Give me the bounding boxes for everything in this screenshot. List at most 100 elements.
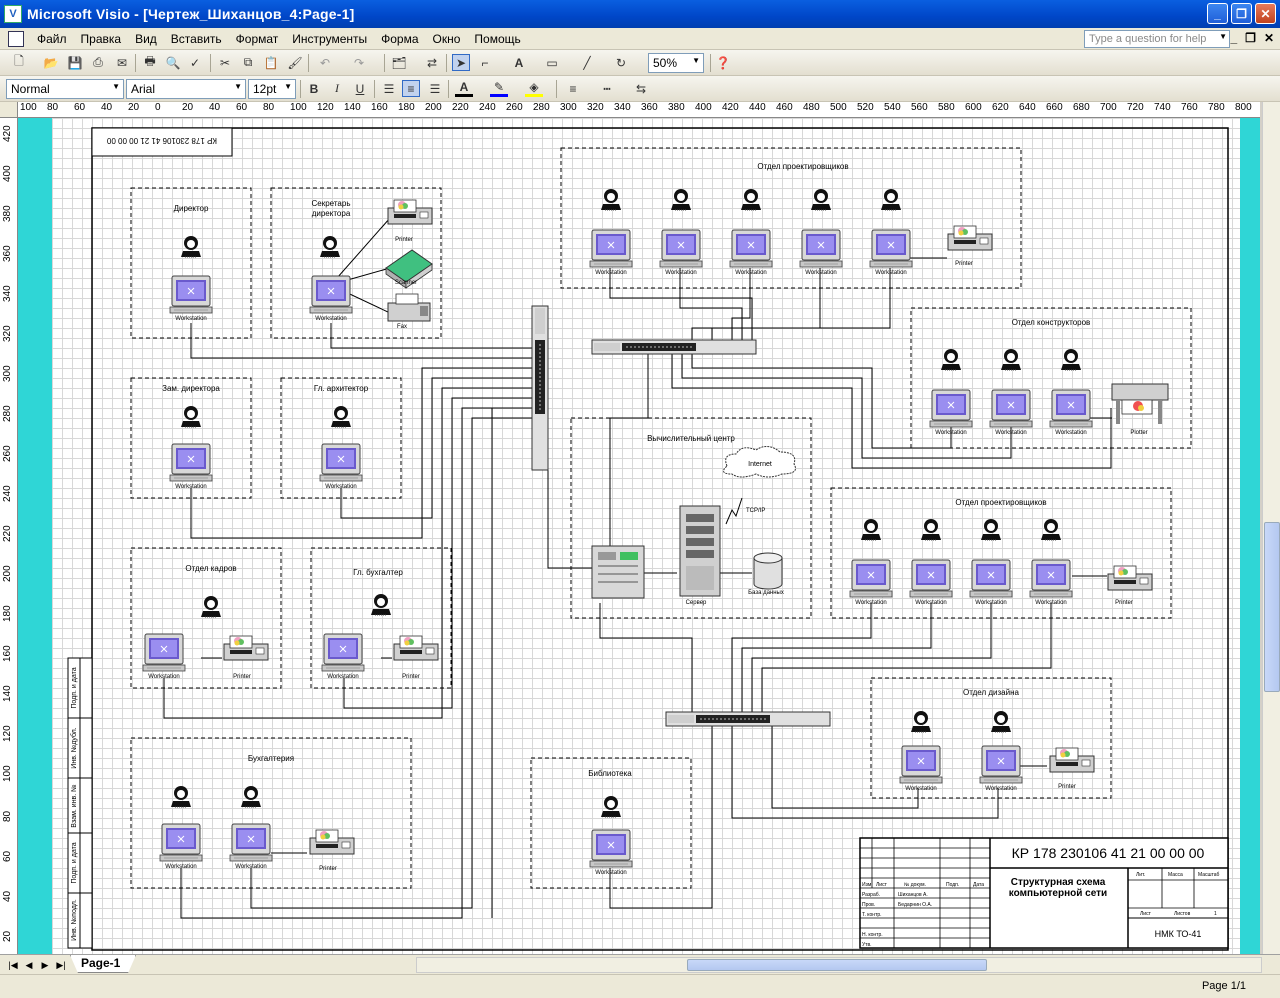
- prev-page-icon[interactable]: ◀: [25, 959, 33, 970]
- line-tool-icon[interactable]: ╱: [583, 55, 591, 70]
- horizontal-scrollbar[interactable]: [416, 957, 1262, 973]
- menu-tools[interactable]: Инструменты: [292, 31, 368, 46]
- style-select[interactable]: Normal▼: [6, 79, 124, 99]
- last-page-icon[interactable]: ▶|: [56, 959, 66, 970]
- menu-insert[interactable]: Вставить: [170, 31, 222, 46]
- hub-bottom[interactable]: [665, 711, 831, 727]
- menu-edit[interactable]: Правка: [80, 31, 122, 46]
- room-design[interactable]: [870, 677, 1112, 799]
- line-weight-icon[interactable]: ≡: [569, 81, 577, 96]
- vertical-scroll-thumb[interactable]: [1264, 522, 1280, 692]
- print-icon[interactable]: 🖶: [144, 54, 156, 68]
- line-pattern-icon[interactable]: ┅: [603, 81, 611, 96]
- network-server[interactable]: [591, 545, 645, 599]
- redo-icon[interactable]: ↷: [353, 55, 365, 70]
- cut-icon[interactable]: ✂: [219, 55, 231, 70]
- permission-icon[interactable]: ⎙: [93, 55, 103, 69]
- room-hr[interactable]: [130, 547, 282, 689]
- scanner[interactable]: Scanner: [385, 249, 433, 289]
- database-label: База данных: [748, 590, 784, 596]
- pointer-tool-icon[interactable]: ➤: [452, 54, 470, 71]
- vertical-scrollbar[interactable]: [1262, 102, 1280, 954]
- minimize-button[interactable]: _: [1207, 3, 1228, 24]
- paste-icon[interactable]: 📋: [263, 55, 279, 70]
- menu-file[interactable]: Файл: [37, 31, 67, 46]
- horizontal-scroll-thumb[interactable]: [687, 959, 987, 971]
- separator: [556, 80, 557, 98]
- plotter[interactable]: Plotter: [1111, 383, 1169, 436]
- help-search-input[interactable]: Type a question for help▼: [1084, 30, 1230, 48]
- room-accounting[interactable]: [130, 737, 412, 889]
- doc-close-icon[interactable]: ✕: [1263, 31, 1274, 45]
- server-tower[interactable]: Сервер: [679, 505, 721, 606]
- room-title-deputy: Зам. директора: [162, 384, 220, 393]
- document-icon[interactable]: [8, 30, 24, 47]
- menu-help[interactable]: Помощь: [474, 31, 521, 46]
- menu-shape[interactable]: Форма: [381, 31, 419, 46]
- rotate-tool-icon[interactable]: ↻: [615, 55, 627, 70]
- spelling-icon[interactable]: ✓: [189, 55, 201, 70]
- lightning-link: [725, 497, 743, 525]
- font-color-icon[interactable]: A: [455, 80, 473, 97]
- room-designers-mid[interactable]: [830, 487, 1172, 619]
- format-painter-icon[interactable]: 🖌: [287, 55, 303, 70]
- vertical-switch[interactable]: [531, 305, 549, 471]
- undo-icon[interactable]: ↶: [319, 55, 331, 70]
- next-page-icon[interactable]: ▶: [41, 959, 49, 970]
- database[interactable]: База данных: [748, 552, 784, 596]
- bold-button[interactable]: B: [309, 81, 319, 96]
- menu-window[interactable]: Окно: [432, 31, 461, 46]
- menu-format[interactable]: Формат: [235, 31, 279, 46]
- align-right-icon[interactable]: ☰: [429, 81, 441, 96]
- room-constructors[interactable]: [910, 307, 1192, 449]
- drawing-page[interactable]: КР 178 230106 41 21 00 00 00 Подп. и дат…: [52, 118, 1240, 954]
- copy-icon[interactable]: ⧉: [243, 55, 253, 69]
- stamp-sheets-num: 1: [1214, 911, 1217, 917]
- ruler-tick: 720: [1127, 102, 1144, 113]
- connector-icon[interactable]: ⇄: [426, 55, 438, 70]
- internet-cloud[interactable]: Internet: [722, 446, 796, 478]
- room-computing[interactable]: [570, 417, 812, 619]
- underline-button[interactable]: U: [355, 81, 365, 96]
- menu-view[interactable]: Вид: [135, 31, 157, 46]
- close-button[interactable]: ✕: [1255, 3, 1276, 24]
- open-icon[interactable]: 📂: [43, 55, 59, 70]
- room-deputy[interactable]: [130, 377, 252, 499]
- connector-tool-icon[interactable]: ⌐: [481, 55, 489, 70]
- help-icon[interactable]: ❓: [715, 55, 731, 70]
- hub-top[interactable]: [591, 339, 757, 355]
- zoom-select[interactable]: 50%▼: [648, 53, 704, 73]
- text-tool-icon[interactable]: A: [514, 55, 524, 70]
- room-architect[interactable]: [280, 377, 402, 499]
- shapes-icon[interactable]: 🗂: [391, 55, 407, 70]
- doc-restore-icon[interactable]: ❐: [1245, 31, 1256, 45]
- room-title-architect: Гл. архитектор: [314, 384, 369, 393]
- room-secretary[interactable]: [270, 187, 442, 339]
- mail-icon[interactable]: ✉: [116, 55, 128, 70]
- print-preview-icon[interactable]: 🔍: [165, 55, 181, 70]
- room-accountant[interactable]: [310, 547, 452, 689]
- font-size-select[interactable]: 12pt▼: [248, 79, 296, 99]
- align-left-icon[interactable]: ☰: [383, 81, 395, 96]
- new-icon[interactable]: 🗋: [14, 54, 24, 68]
- save-icon[interactable]: 💾: [67, 55, 83, 70]
- room-library[interactable]: [530, 757, 692, 889]
- fax[interactable]: Fax: [387, 293, 431, 330]
- rectangle-tool-icon[interactable]: ▭: [546, 55, 558, 70]
- cables: [163, 217, 1112, 919]
- visio-app-icon[interactable]: V: [4, 5, 22, 23]
- doc-minimize-icon[interactable]: _: [1230, 31, 1238, 45]
- font-select[interactable]: Arial▼: [126, 79, 246, 99]
- maximize-button[interactable]: ❐: [1231, 3, 1252, 24]
- line-color-icon[interactable]: ✎: [490, 80, 508, 97]
- stamp-scale: Масштаб: [1198, 872, 1220, 878]
- italic-button[interactable]: I: [335, 81, 339, 95]
- tab-page-1[interactable]: Page-1: [70, 955, 136, 973]
- room-designers-top[interactable]: [560, 147, 1022, 289]
- align-center-icon[interactable]: ≡: [402, 80, 420, 97]
- first-page-icon[interactable]: |◀: [8, 959, 18, 970]
- fill-color-icon[interactable]: ◈: [525, 80, 543, 97]
- line-ends-icon[interactable]: ⇆: [635, 81, 647, 96]
